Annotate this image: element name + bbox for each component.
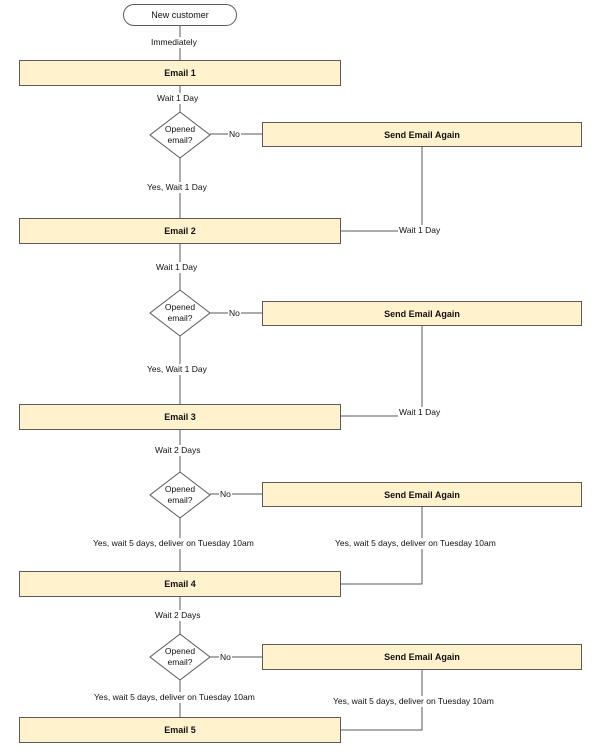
email-5-label: Email 5: [164, 725, 196, 735]
send-again-label-1: Send Email Again: [384, 129, 460, 140]
decision-diamond-3: [149, 471, 211, 519]
email-1-box: Email 1: [19, 60, 341, 86]
email-2-label: Email 2: [164, 226, 196, 236]
send-again-box-1: Send Email Again: [262, 122, 582, 147]
decision-diamond-2: [149, 289, 211, 337]
send-again-label-3: Send Email Again: [384, 489, 460, 500]
send-again-label-2: Send Email Again: [384, 308, 460, 319]
email-3-box: Email 3: [19, 404, 341, 430]
email-1-label: Email 1: [164, 68, 196, 78]
send-again-label-4: Send Email Again: [384, 652, 460, 662]
email-4-label: Email 4: [164, 579, 196, 589]
send-again-box-2: Send Email Again: [262, 301, 582, 326]
decision-diamond-4: [149, 633, 211, 681]
email-5-box: Email 5: [19, 717, 341, 743]
email-2-box: Email 2: [19, 218, 341, 244]
email-3-label: Email 3: [164, 412, 196, 422]
decision-diamond-1: [149, 111, 211, 159]
email-4-box: Email 4: [19, 571, 341, 597]
send-again-box-3: Send Email Again: [262, 482, 582, 507]
send-again-box-4: Send Email Again: [262, 644, 582, 670]
